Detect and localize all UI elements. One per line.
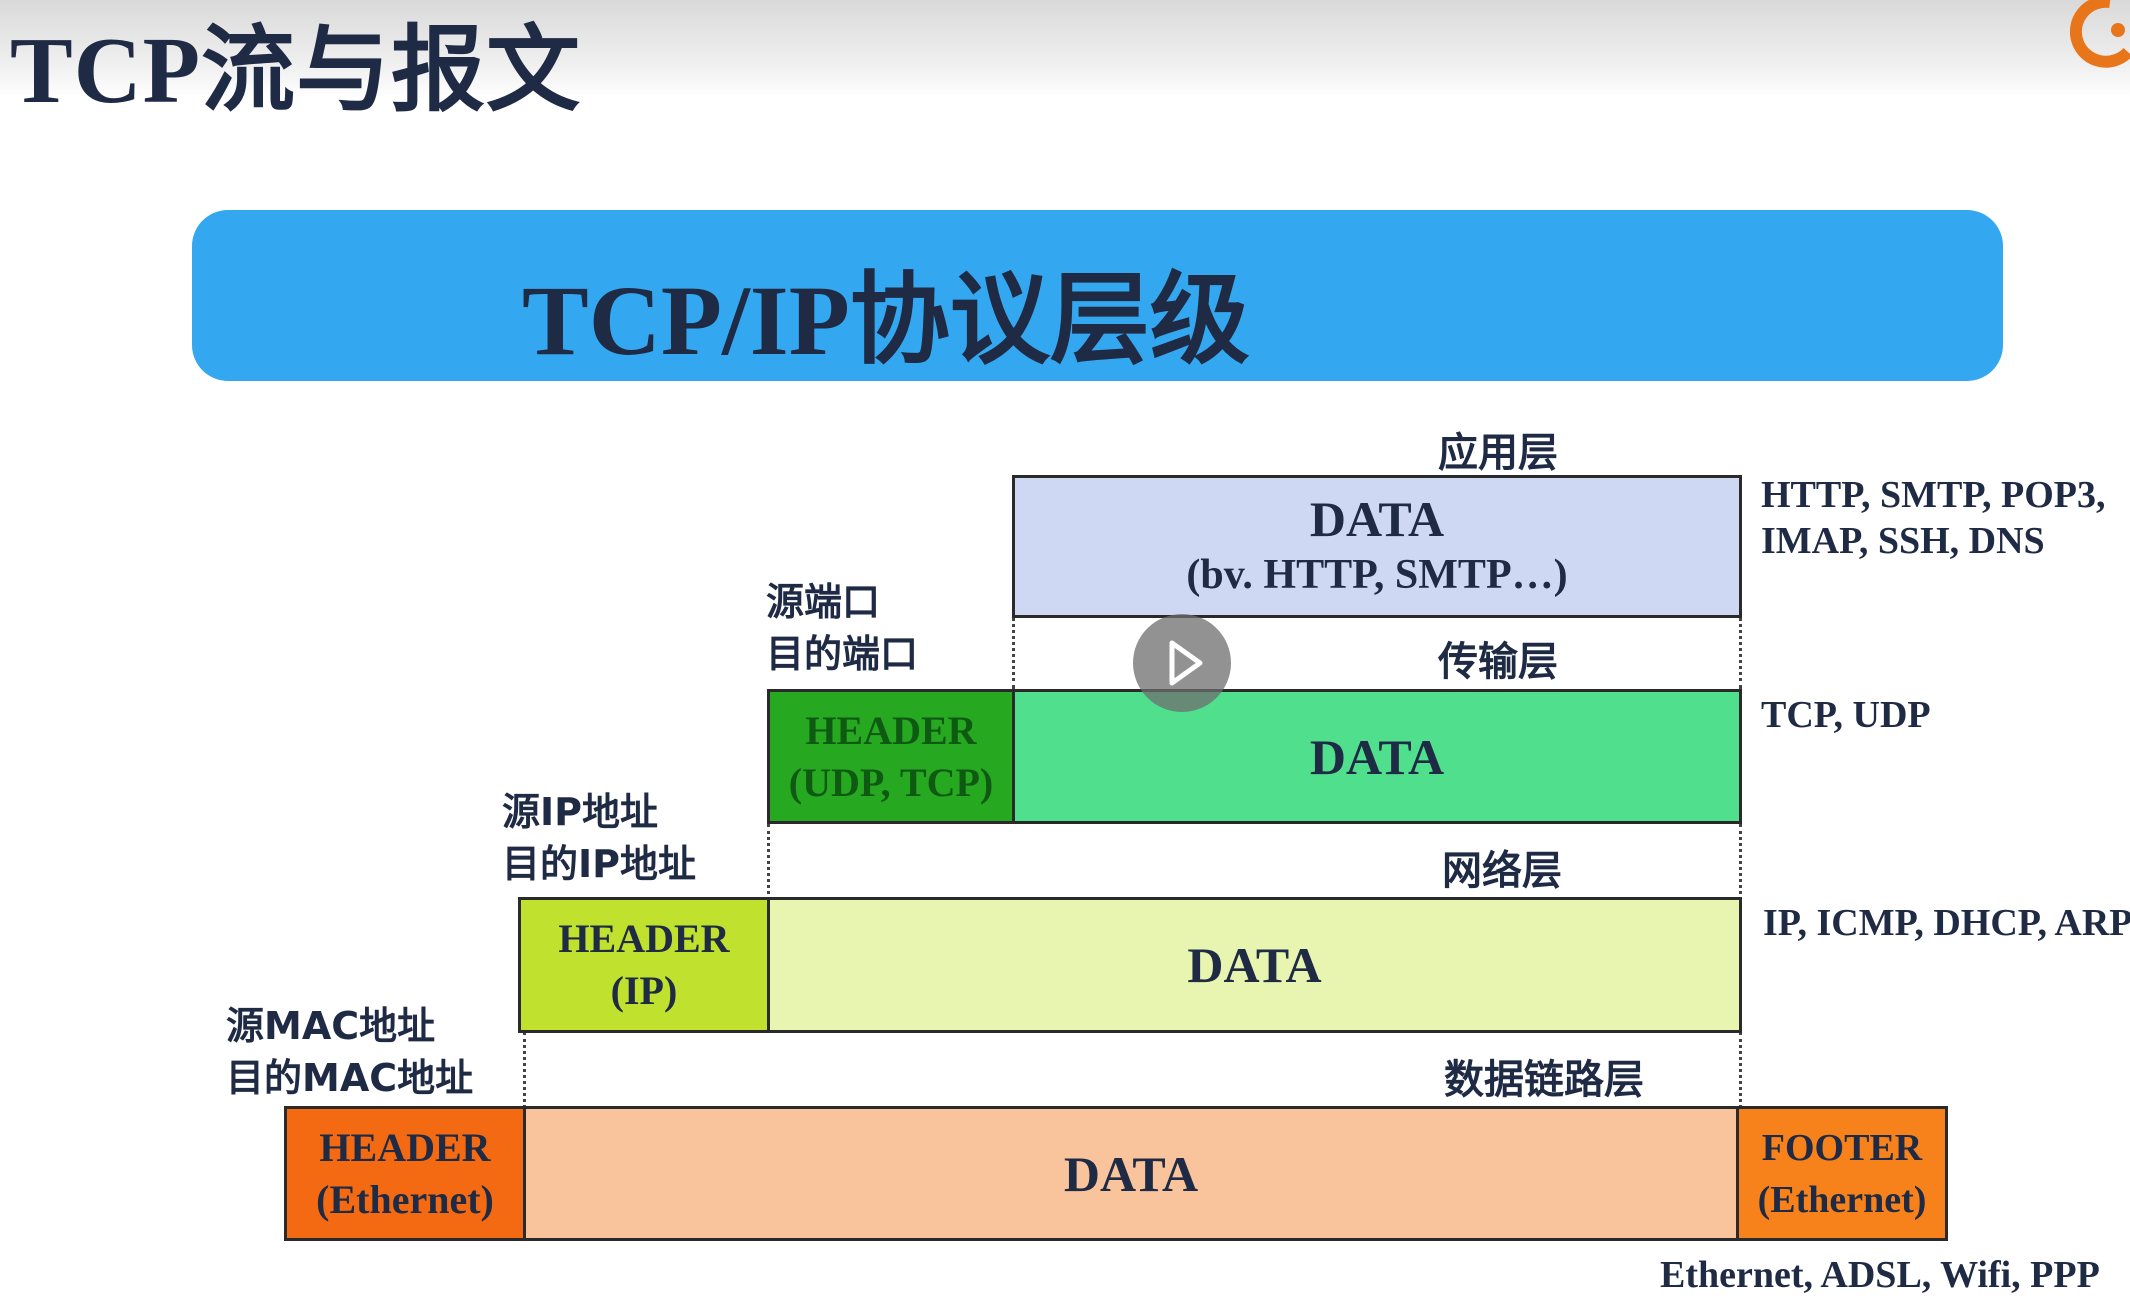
guide-line — [1012, 617, 1015, 689]
transport-data-box: DATA — [1012, 689, 1742, 824]
network-address-labels: 源IP地址 目的IP地址 — [502, 786, 696, 890]
layer-name-link: 数据链路层 — [1444, 1057, 1644, 1103]
destination-port-label: 目的端口 — [766, 632, 919, 676]
layer-name-application: 应用层 — [1438, 430, 1558, 476]
logo-icon — [2069, 0, 2130, 70]
application-protocols: HTTP, SMTP, POP3, IMAP, SSH, DNS — [1761, 472, 2106, 564]
banner-title: TCP/IP协议层级 — [522, 265, 1250, 376]
slide-title: TCP流与报文 — [10, 19, 582, 123]
link-footer-box: FOOTER (Ethernet) — [1736, 1106, 1948, 1241]
guide-line — [767, 824, 770, 900]
link-header-box: HEADER (Ethernet) — [284, 1106, 526, 1241]
transport-protocols: TCP, UDP — [1761, 694, 1931, 736]
link-data-box: DATA — [523, 1106, 1739, 1241]
destination-ip-label: 目的IP地址 — [502, 842, 696, 886]
source-mac-label: 源MAC地址 — [226, 1004, 436, 1048]
application-data-sub: (bv. HTTP, SMTP…) — [1186, 551, 1568, 598]
transport-header-label: HEADER — [805, 707, 977, 753]
network-header-label: HEADER — [558, 916, 730, 961]
link-protocols: Ethernet, ADSL, Wifi, PPP — [1660, 1254, 2100, 1296]
layer-name-transport: 传输层 — [1438, 639, 1558, 685]
top-bar — [0, 0, 2130, 98]
source-port-label: 源端口 — [766, 580, 881, 624]
application-protocols-line2: IMAP, SSH, DNS — [1761, 520, 2045, 562]
network-header-box: HEADER (IP) — [518, 897, 770, 1033]
link-header-sub: (Ethernet) — [316, 1176, 494, 1222]
link-footer-label: FOOTER — [1761, 1126, 1923, 1169]
source-ip-label: 源IP地址 — [502, 790, 658, 834]
guide-line — [1739, 1032, 1742, 1108]
guide-line — [1739, 617, 1742, 689]
section-banner: TCP/IP协议层级 — [192, 210, 2003, 381]
network-data-label: DATA — [1187, 937, 1322, 993]
destination-mac-label: 目的MAC地址 — [226, 1056, 474, 1100]
guide-line — [523, 1032, 526, 1108]
play-icon[interactable] — [1133, 614, 1231, 712]
transport-header-box: HEADER (UDP, TCP) — [767, 689, 1015, 824]
application-data-label: DATA — [1309, 490, 1445, 547]
network-header-sub: (IP) — [610, 968, 678, 1013]
network-protocols: IP, ICMP, DHCP, ARP — [1763, 902, 2130, 944]
link-data-label: DATA — [1063, 1145, 1199, 1202]
guide-line — [1739, 824, 1742, 900]
transport-address-labels: 源端口 目的端口 — [766, 576, 918, 680]
link-footer-sub: (Ethernet) — [1757, 1178, 1927, 1221]
layer-name-network: 网络层 — [1442, 848, 1562, 894]
network-data-box: DATA — [767, 897, 1742, 1033]
application-protocols-line1: HTTP, SMTP, POP3, — [1761, 474, 2106, 516]
transport-data-label: DATA — [1309, 728, 1445, 785]
transport-header-sub: (UDP, TCP) — [788, 759, 994, 805]
application-data-box: DATA (bv. HTTP, SMTP…) — [1012, 475, 1742, 618]
link-address-labels: 源MAC地址 目的MAC地址 — [226, 1000, 473, 1104]
link-header-label: HEADER — [319, 1124, 491, 1170]
